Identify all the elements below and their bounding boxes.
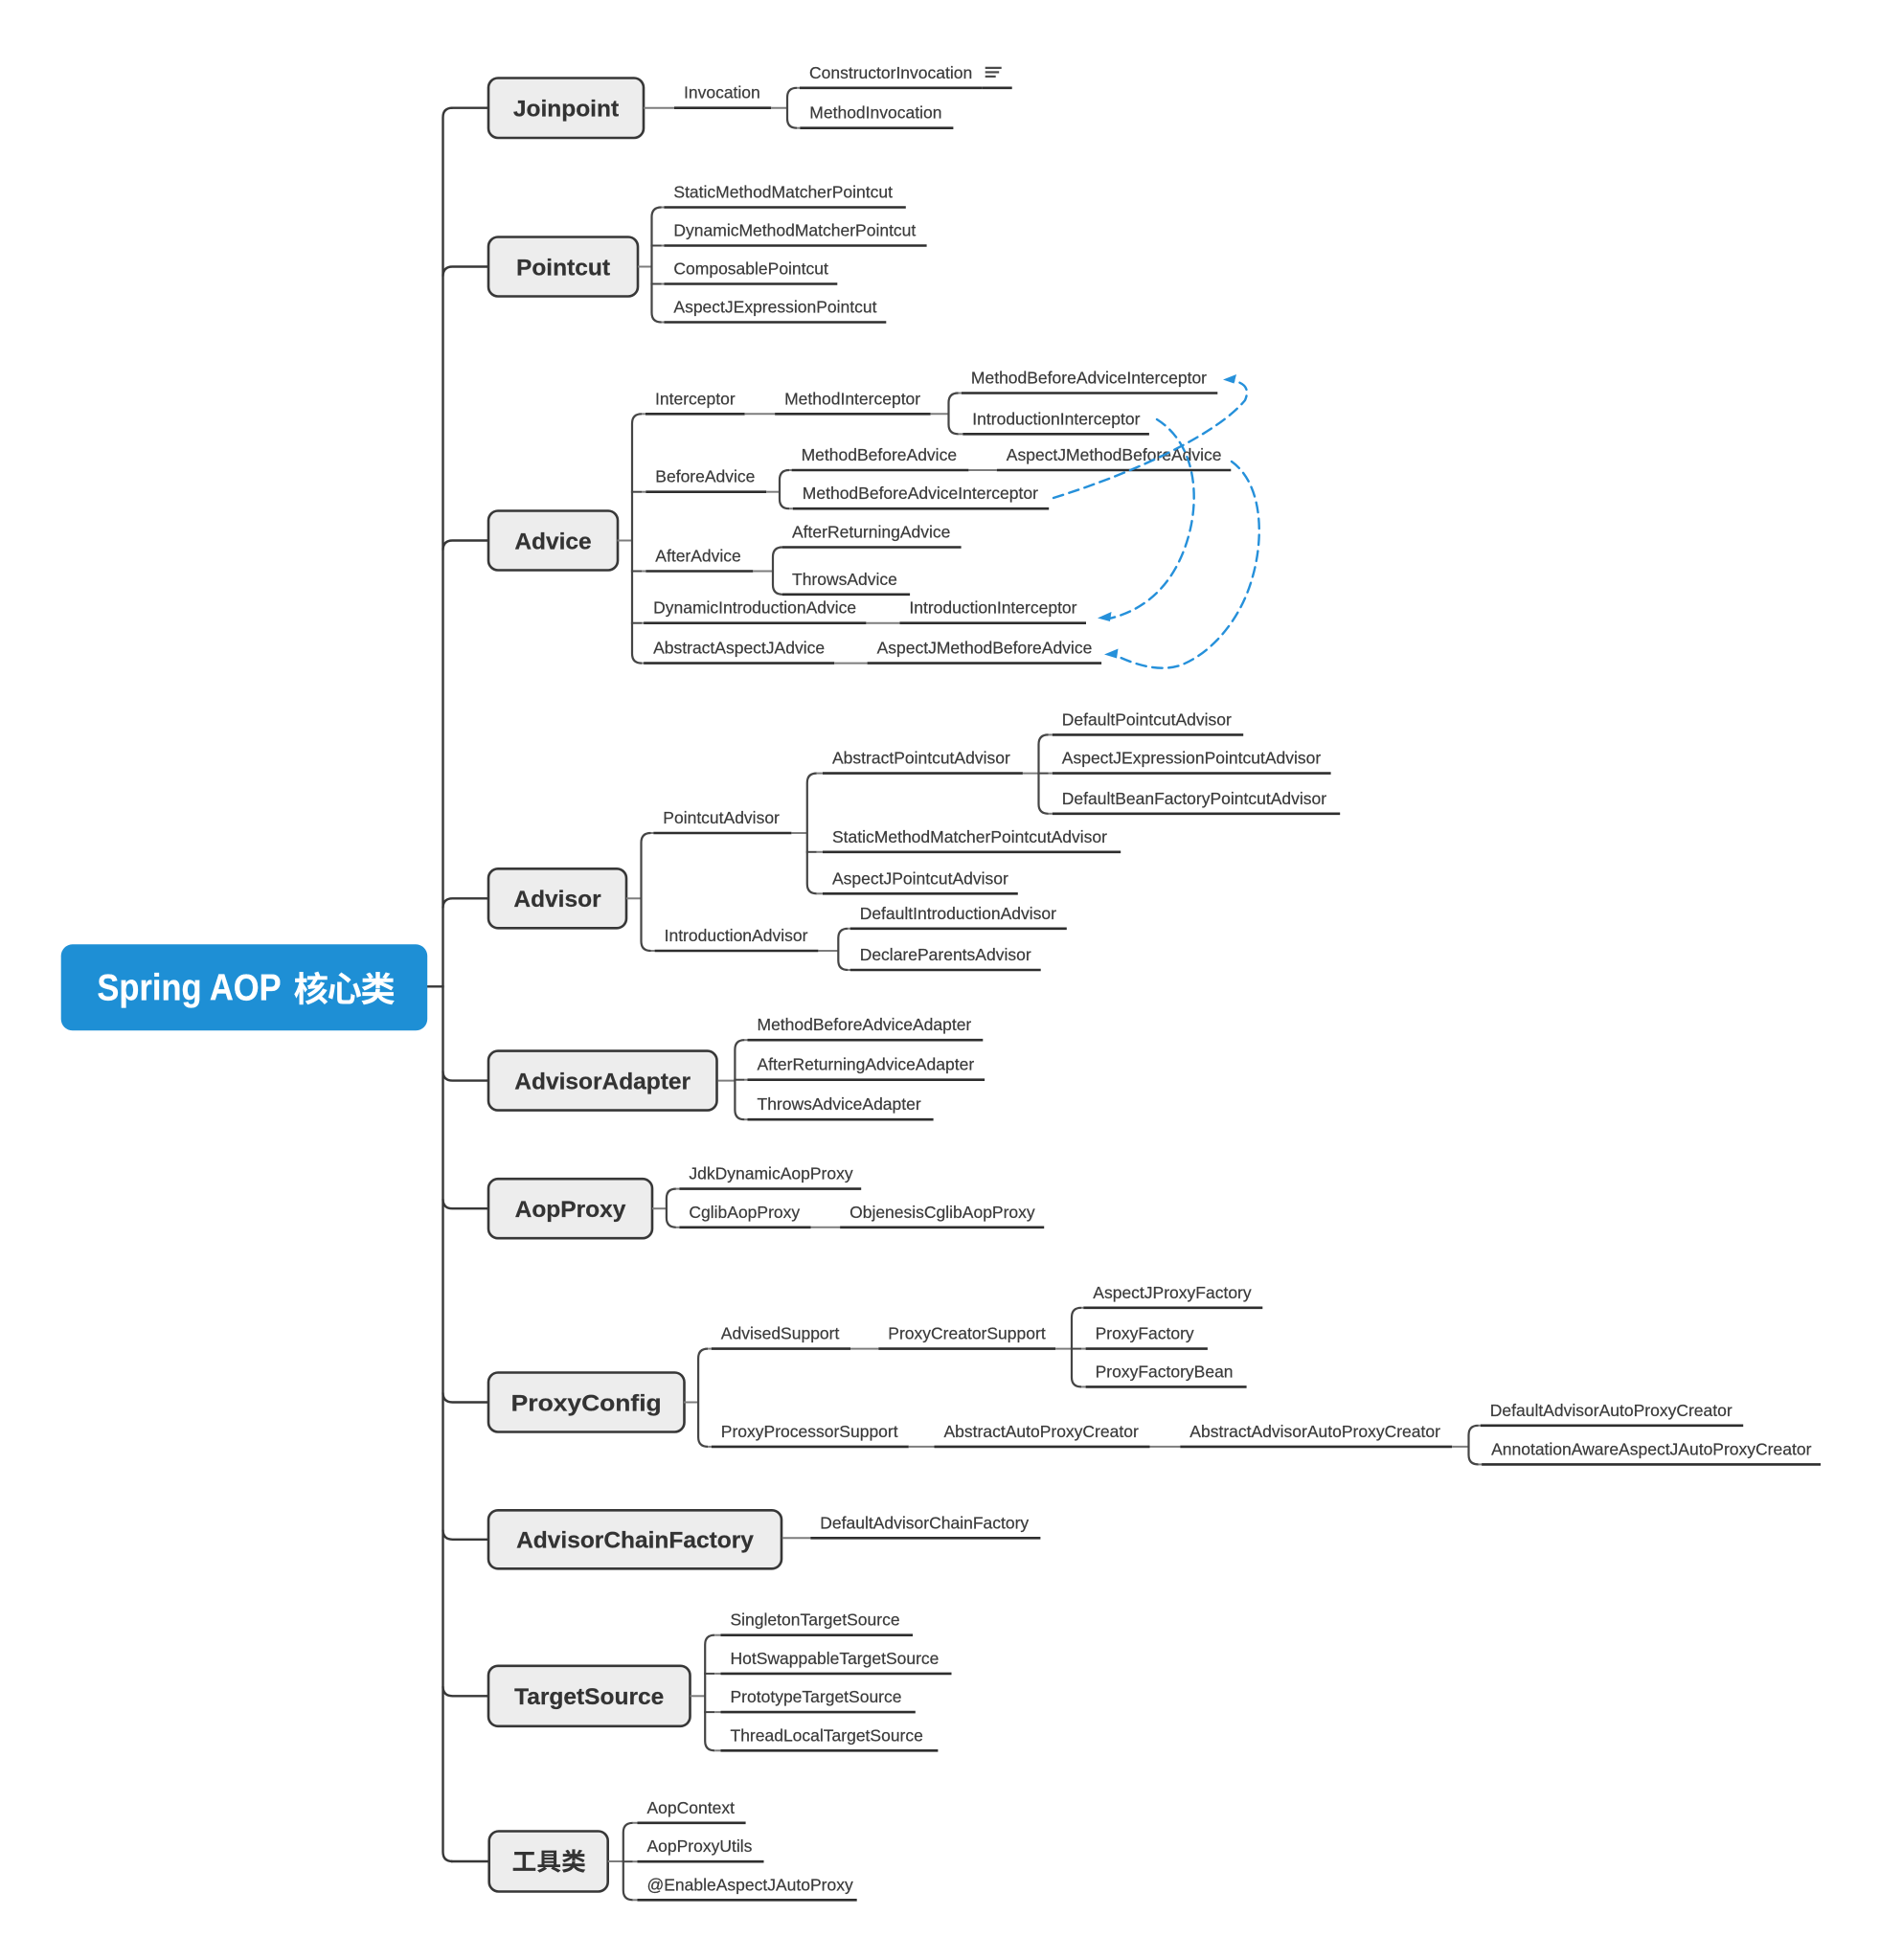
svg-text:IntroductionInterceptor: IntroductionInterceptor: [972, 409, 1140, 428]
svg-text:CglibAopProxy: CglibAopProxy: [689, 1203, 800, 1222]
svg-text:MethodInvocation: MethodInvocation: [809, 103, 941, 123]
svg-text:DynamicMethodMatcherPointcut: DynamicMethodMatcherPointcut: [673, 221, 916, 240]
svg-text:MethodBeforeAdvice: MethodBeforeAdvice: [802, 445, 957, 464]
svg-text:AspectJProxyFactory: AspectJProxyFactory: [1093, 1283, 1252, 1302]
svg-text:AbstractPointcutAdvisor: AbstractPointcutAdvisor: [832, 749, 1010, 768]
svg-text:JdkDynamicAopProxy: JdkDynamicAopProxy: [689, 1164, 852, 1183]
svg-text:ProxyCreatorSupport: ProxyCreatorSupport: [888, 1324, 1046, 1343]
svg-text:Spring AOP: Spring AOP: [97, 968, 281, 1009]
svg-text:ProxyProcessorSupport: ProxyProcessorSupport: [721, 1422, 898, 1441]
svg-text:PrototypeTargetSource: PrototypeTargetSource: [731, 1687, 902, 1706]
svg-text:AspectJExpressionPointcutAdvis: AspectJExpressionPointcutAdvisor: [1062, 749, 1322, 768]
svg-text:AdvisorChainFactory: AdvisorChainFactory: [516, 1528, 754, 1554]
svg-text:Advice: Advice: [514, 529, 591, 554]
svg-text:AdvisedSupport: AdvisedSupport: [721, 1324, 840, 1343]
svg-text:AfterAdvice: AfterAdvice: [655, 547, 740, 566]
svg-text:AspectJMethodBeforeAdvice: AspectJMethodBeforeAdvice: [877, 639, 1093, 658]
svg-text:AnnotationAwareAspectJAutoProx: AnnotationAwareAspectJAutoProxyCreator: [1491, 1439, 1811, 1458]
svg-text:MethodInterceptor: MethodInterceptor: [784, 389, 920, 408]
svg-text:AbstractAdvisorAutoProxyCreato: AbstractAdvisorAutoProxyCreator: [1189, 1422, 1440, 1441]
svg-text:AbstractAspectJAdvice: AbstractAspectJAdvice: [653, 639, 825, 658]
svg-text:DefaultAdvisorChainFactory: DefaultAdvisorChainFactory: [820, 1513, 1029, 1532]
svg-text:MethodBeforeAdviceAdapter: MethodBeforeAdviceAdapter: [758, 1015, 972, 1034]
svg-text:DefaultBeanFactoryPointcutAdvi: DefaultBeanFactoryPointcutAdvisor: [1062, 789, 1326, 808]
svg-text:DefaultIntroductionAdvisor: DefaultIntroductionAdvisor: [860, 904, 1056, 923]
svg-text:AspectJExpressionPointcut: AspectJExpressionPointcut: [673, 298, 876, 317]
svg-text:HotSwappableTargetSource: HotSwappableTargetSource: [731, 1649, 940, 1668]
svg-text:AopProxyUtils: AopProxyUtils: [647, 1836, 753, 1856]
svg-text:AopContext: AopContext: [647, 1798, 736, 1817]
svg-text:DynamicIntroductionAdvice: DynamicIntroductionAdvice: [653, 598, 856, 618]
svg-text:BeforeAdvice: BeforeAdvice: [655, 467, 755, 486]
svg-text:SingletonTargetSource: SingletonTargetSource: [731, 1611, 900, 1630]
svg-text:ConstructorInvocation: ConstructorInvocation: [809, 63, 972, 82]
svg-text:StaticMethodMatcherPointcutAdv: StaticMethodMatcherPointcutAdvisor: [832, 827, 1107, 846]
svg-text:AfterReturningAdvice: AfterReturningAdvice: [792, 523, 950, 542]
svg-text:AopProxy: AopProxy: [515, 1197, 626, 1223]
svg-text:ThreadLocalTargetSource: ThreadLocalTargetSource: [731, 1725, 923, 1745]
svg-text:ProxyConfig: ProxyConfig: [511, 1390, 662, 1416]
svg-text:Joinpoint: Joinpoint: [513, 97, 619, 123]
svg-text:MethodBeforeAdviceInterceptor: MethodBeforeAdviceInterceptor: [971, 369, 1207, 388]
svg-text:AspectJPointcutAdvisor: AspectJPointcutAdvisor: [832, 868, 1008, 888]
svg-text:@EnableAspectJAutoProxy: @EnableAspectJAutoProxy: [647, 1875, 853, 1894]
svg-text:ObjenesisCglibAopProxy: ObjenesisCglibAopProxy: [849, 1203, 1035, 1222]
svg-text:TargetSource: TargetSource: [514, 1684, 664, 1710]
svg-text:DeclareParentsAdvisor: DeclareParentsAdvisor: [860, 945, 1031, 964]
svg-text:IntroductionInterceptor: IntroductionInterceptor: [909, 598, 1076, 618]
svg-text:Advisor: Advisor: [513, 887, 601, 912]
svg-text:ProxyFactory: ProxyFactory: [1096, 1324, 1194, 1343]
svg-text:AbstractAutoProxyCreator: AbstractAutoProxyCreator: [944, 1422, 1139, 1441]
svg-text:StaticMethodMatcherPointcut: StaticMethodMatcherPointcut: [673, 183, 893, 202]
svg-text:Interceptor: Interceptor: [655, 389, 736, 408]
svg-text:DefaultAdvisorAutoProxyCreator: DefaultAdvisorAutoProxyCreator: [1490, 1401, 1733, 1420]
svg-text:AdvisorAdapter: AdvisorAdapter: [514, 1069, 691, 1094]
svg-text:ThrowsAdvice: ThrowsAdvice: [792, 570, 897, 589]
svg-text:PointcutAdvisor: PointcutAdvisor: [663, 808, 780, 827]
svg-text:ProxyFactoryBean: ProxyFactoryBean: [1096, 1362, 1234, 1381]
svg-text:ThrowsAdviceAdapter: ThrowsAdviceAdapter: [758, 1094, 921, 1114]
svg-text:Invocation: Invocation: [684, 83, 760, 102]
svg-text:IntroductionAdvisor: IntroductionAdvisor: [665, 926, 808, 945]
svg-text:ComposablePointcut: ComposablePointcut: [673, 259, 828, 279]
svg-text:MethodBeforeAdviceInterceptor: MethodBeforeAdviceInterceptor: [803, 484, 1038, 503]
svg-text:AspectJMethodBeforeAdvice: AspectJMethodBeforeAdvice: [1007, 445, 1222, 464]
svg-text:DefaultPointcutAdvisor: DefaultPointcutAdvisor: [1062, 710, 1232, 729]
svg-text:Pointcut: Pointcut: [516, 255, 610, 281]
svg-text:AfterReturningAdviceAdapter: AfterReturningAdviceAdapter: [758, 1055, 975, 1074]
